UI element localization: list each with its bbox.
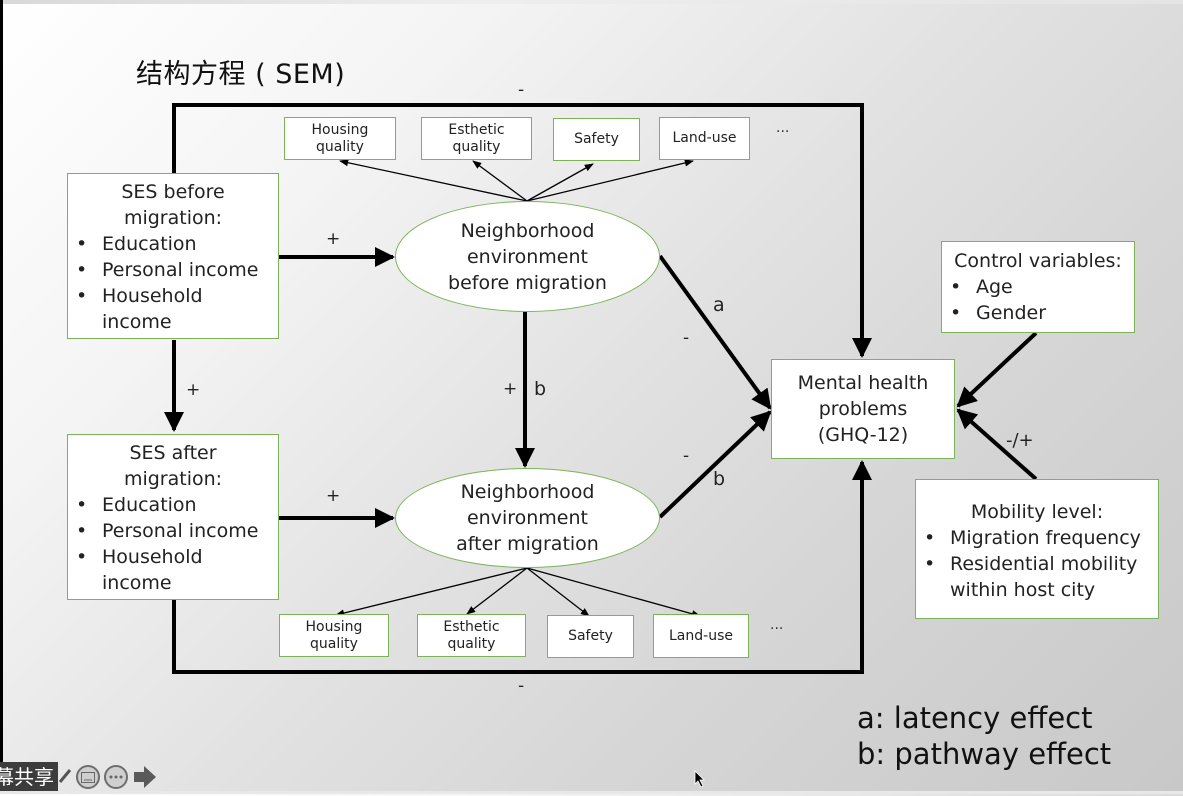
label-ses-before-env: + [326,229,341,249]
indicator-bottom-land-use: Land-use [653,614,749,658]
label-path-b: b [713,468,726,490]
control-heading: Control variables: [954,250,1122,272]
label-path-a-sign: - [683,328,690,348]
label-path-b-sign: - [683,446,690,466]
edge-control-mh [956,331,1038,408]
ses-after-list: Education Personal income Household inco… [68,492,278,596]
list-item: Migration frequency [916,525,1158,551]
legend: a: latency effect b: pathway effect [857,700,1111,772]
list-item: Education [68,492,278,518]
label-env-path-b: b [534,378,547,400]
label-mobility-sign: -/+ [1006,430,1034,451]
label-bottom-loop: - [518,676,525,696]
mobility-list: Migration frequency Residential mobility… [916,525,1158,603]
label-top-loop: - [518,80,525,100]
list-item: Age [942,274,1134,300]
indicator-bottom-safety: Safety [547,615,634,658]
indicator-top-safety: Safety [553,118,640,161]
slide-title: 结构方程 ( SEM) [136,59,346,90]
control-variables-box: Control variables: Age Gender [941,241,1135,333]
ses-before-heading: SES before migration: [121,181,225,229]
subtitle-icon [81,771,95,783]
edge-env-before-mh [658,254,772,410]
more-icon [109,775,123,779]
indicator-arrows-top [339,159,694,202]
label-ses-after-env: + [326,486,341,506]
screen-share-label[interactable]: 屏幕共享 [0,762,58,792]
label-env-sign: + [503,379,518,399]
bottom-strip [0,791,1183,794]
top-strip [0,0,1183,4]
list-item: Personal income [68,257,278,283]
legend-a: a: latency effect [857,701,1093,735]
ses-before-list: Education Personal income Household inco… [68,231,278,335]
control-list: Age Gender [942,274,1134,326]
screen-share-toolbar: 屏幕共享 [0,762,158,792]
edge-env-after-mh [658,410,772,519]
indicator-bottom-ellipsis: ··· [770,621,784,637]
legend-b: b: pathway effect [857,737,1112,771]
indicator-top-land-use: Land-use [659,117,750,160]
mental-health-box: Mental health problems (GHQ-12) [771,359,955,459]
label-path-a: a [713,294,725,316]
env-before-ellipse: Neighborhood environment before migratio… [395,201,660,312]
next-button[interactable] [132,765,158,789]
env-after-ellipse: Neighborhood environment after migration [395,468,660,568]
indicator-top-ellipsis: ··· [776,124,790,140]
mouse-cursor-icon [694,770,705,788]
list-item: Education [68,231,278,257]
list-item: Gender [942,300,1134,326]
list-item: Residential mobility within host city [916,551,1150,603]
ses-after-box: SES after migration: Education Personal … [67,434,279,600]
label-ses-before-after: + [186,380,201,400]
window-edge [0,0,3,794]
indicator-arrows-bottom [335,567,701,618]
edge-mobility-mh [956,408,1038,481]
mobility-box: Mobility level: Migration frequency Resi… [915,479,1159,619]
ses-after-heading: SES after migration: [123,442,223,490]
edge-bottom-loop [172,460,872,674]
subtitle-button[interactable] [76,765,100,789]
more-button[interactable] [104,765,128,789]
pen-icon[interactable] [58,762,72,792]
list-item: Household income [68,544,242,596]
arrow-right-icon [134,766,156,788]
mobility-heading: Mobility level: [970,501,1104,523]
ses-before-box: SES before migration: Education Personal… [67,173,279,339]
edge-top-loop [172,103,872,358]
list-item: Household income [68,283,242,335]
list-item: Personal income [68,518,278,544]
